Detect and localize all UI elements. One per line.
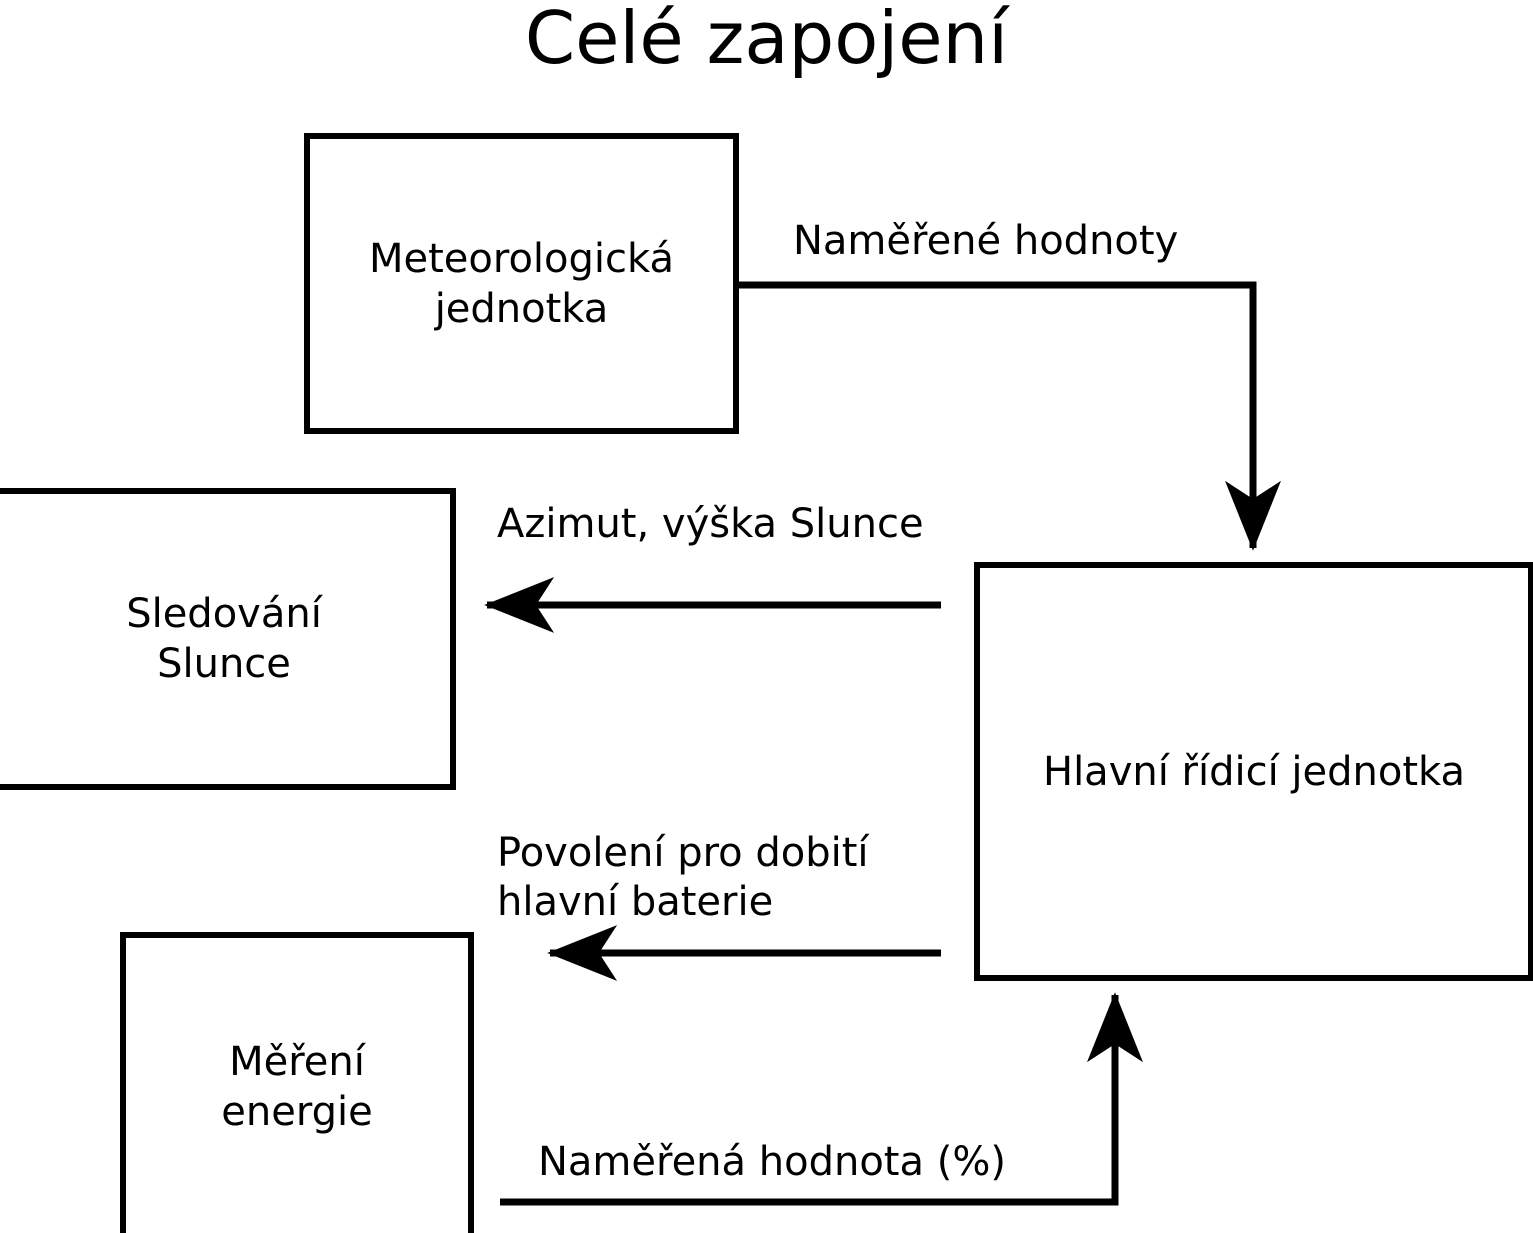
edge-label-measured-values: Naměřené hodnoty xyxy=(793,218,1179,264)
page-title: Celé zapojení xyxy=(524,0,1009,80)
edge-label-measured-value-percent: Naměřená hodnota (%) xyxy=(538,1139,1006,1185)
node-sun-tracking[interactable]: Sledování Slunce xyxy=(0,488,456,790)
edge-measured-values-connector xyxy=(739,281,1281,551)
node-energy-measurement[interactable]: Měření energie xyxy=(120,932,474,1233)
edge-label-battery-charge-permission: Povolení pro dobití hlavní baterie xyxy=(497,830,869,925)
node-main-control-unit[interactable]: Hlavní řídicí jednotka xyxy=(974,562,1533,981)
edge-measured-percent-connector xyxy=(500,992,1143,1206)
edge-label-azimuth-sun-elevation: Azimut, výška Slunce xyxy=(497,501,924,547)
node-meteorological-unit[interactable]: Meteorologická jednotka xyxy=(304,133,739,434)
